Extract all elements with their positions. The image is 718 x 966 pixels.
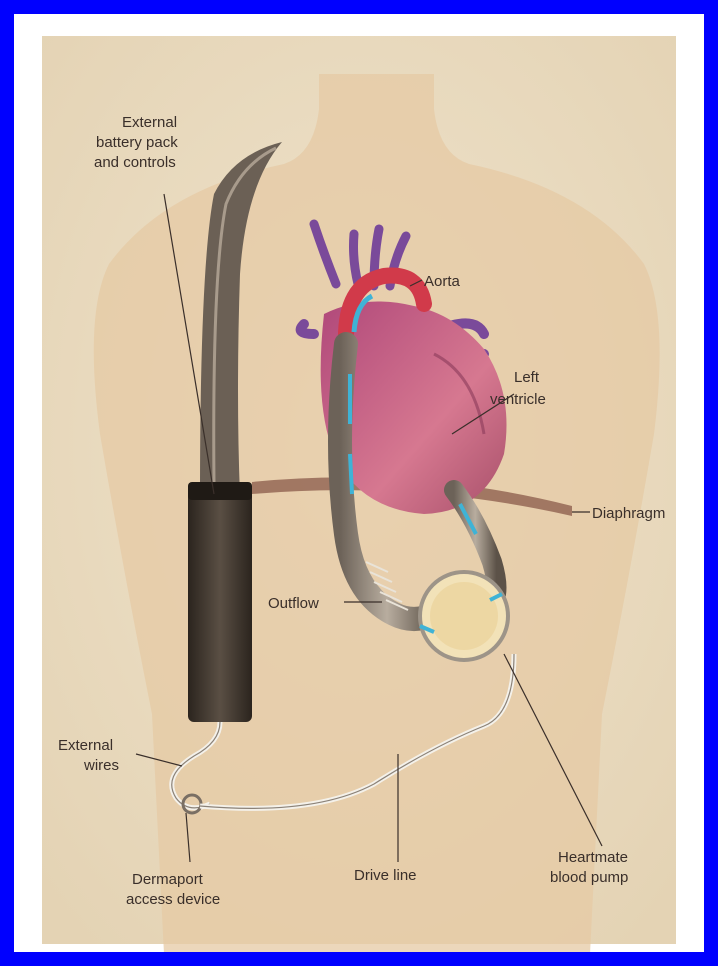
- label-battery-1: External: [122, 114, 177, 131]
- label-dermaport-2: access device: [126, 891, 220, 908]
- label-left-1: Left: [514, 369, 540, 386]
- label-aorta: Aorta: [424, 273, 461, 290]
- lvad-diagram: External battery pack and controls Aorta…: [14, 14, 704, 952]
- illustration-canvas: External battery pack and controls Aorta…: [14, 14, 704, 952]
- label-pump-2: blood pump: [550, 869, 628, 886]
- label-wires-1: External: [58, 737, 113, 754]
- label-left-2: ventricle: [490, 391, 546, 408]
- battery-cap: [188, 482, 252, 500]
- pump-chamber: [430, 582, 498, 650]
- label-battery-3: and controls: [94, 154, 176, 171]
- torso-silhouette: [94, 74, 660, 952]
- label-wires-2: wires: [83, 757, 119, 774]
- label-pump-1: Heartmate: [558, 849, 628, 866]
- label-diaphragm: Diaphragm: [592, 505, 665, 522]
- label-dermaport-1: Dermaport: [132, 871, 204, 888]
- label-battery-2: battery pack: [96, 134, 178, 151]
- label-outflow: Outflow: [268, 595, 319, 612]
- battery-pack: [188, 482, 252, 722]
- label-drive-line: Drive line: [354, 867, 417, 884]
